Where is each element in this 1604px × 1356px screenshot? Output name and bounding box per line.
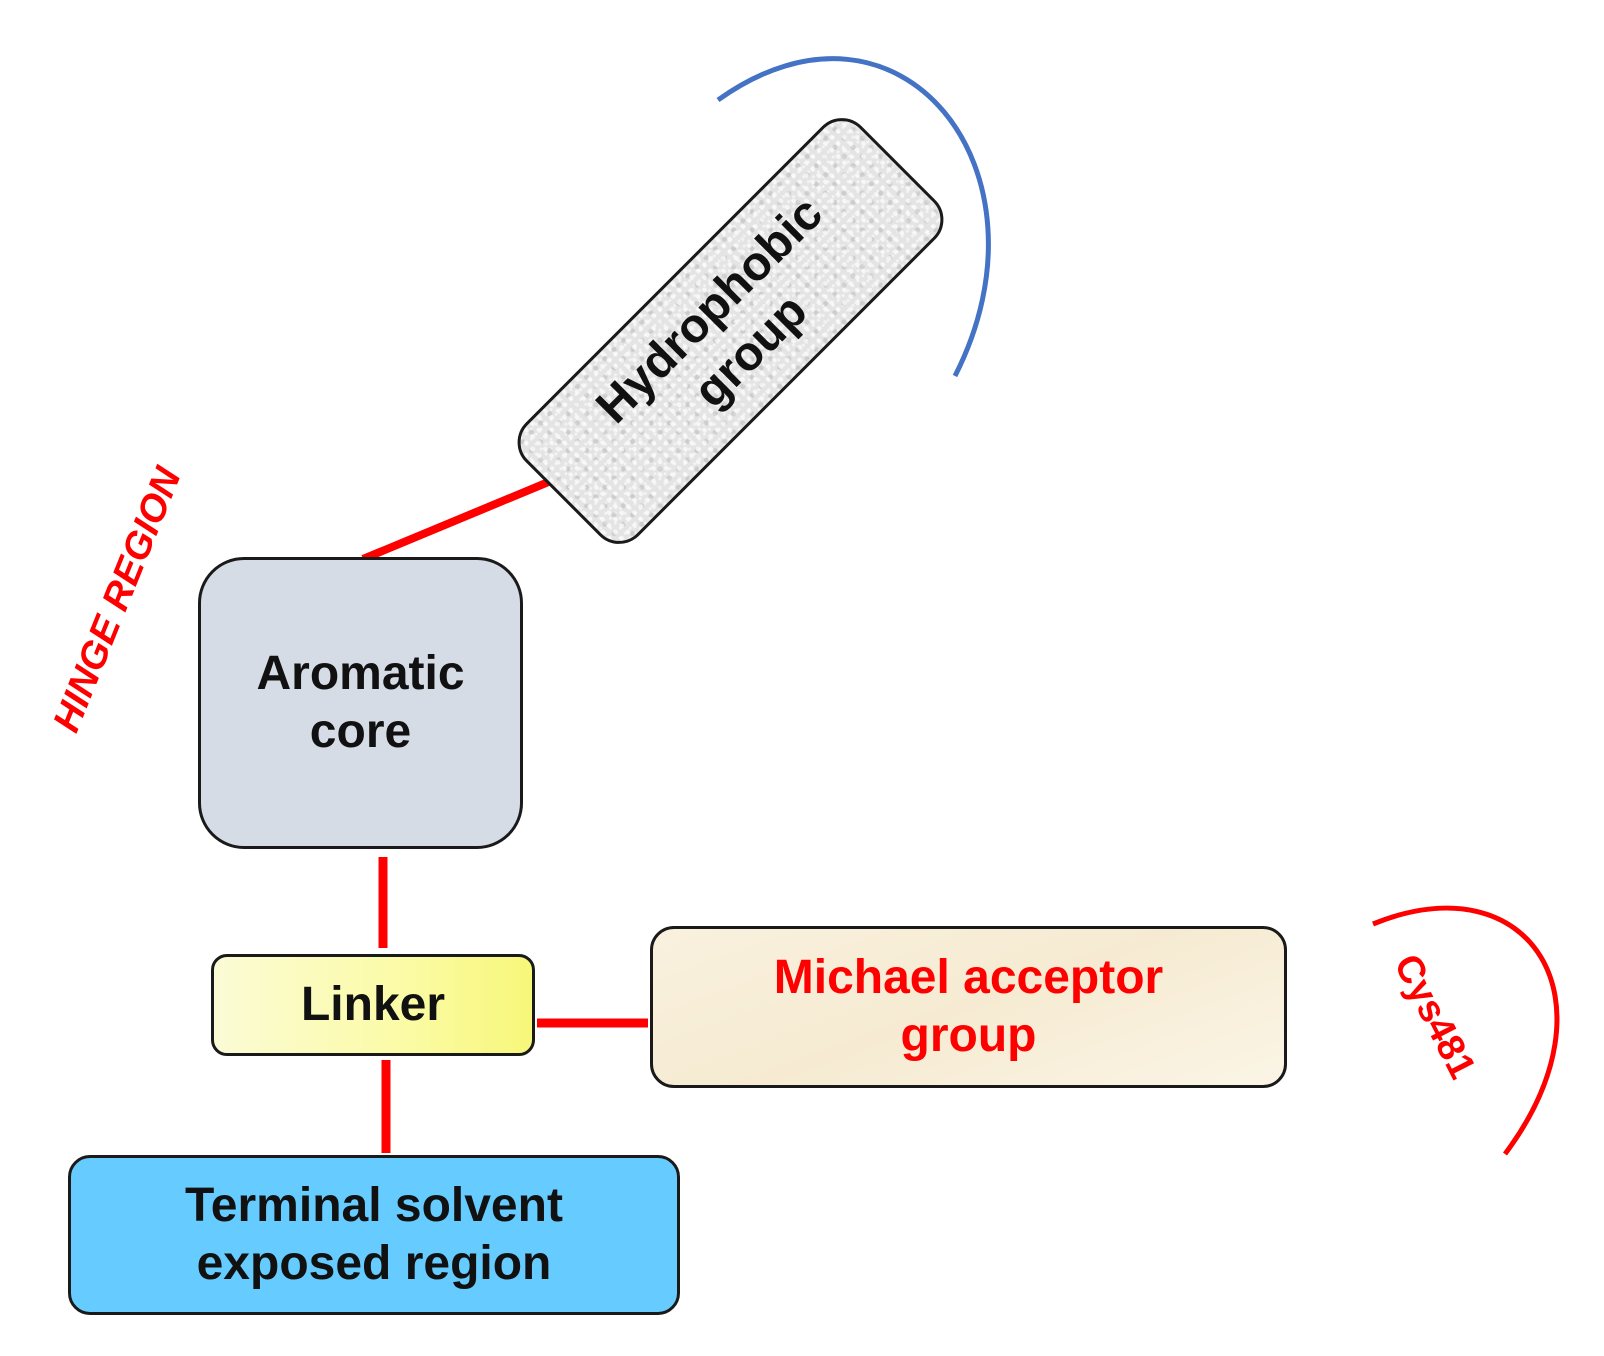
aromatic-core-line2: core xyxy=(309,705,412,758)
terminal-solvent-line1: Terminal solvent xyxy=(185,1179,563,1233)
michael-acceptor-box: Michael acceptor group xyxy=(650,926,1287,1088)
connector-aromatic-hydrophobic xyxy=(361,474,560,563)
aromatic-core-box: Aromatic core xyxy=(198,557,523,849)
linker-label: Linker xyxy=(300,978,446,1032)
michael-acceptor-line2: group xyxy=(900,1009,1037,1062)
terminal-solvent-line2: exposed region xyxy=(196,1237,552,1290)
michael-acceptor-line1: Michael acceptor xyxy=(773,951,1164,1005)
cys481-pocket-arc xyxy=(1372,905,1560,1156)
hydrophobic-pocket-arc xyxy=(716,56,991,378)
linker-box: Linker xyxy=(211,954,535,1056)
aromatic-core-line1: Aromatic xyxy=(256,647,465,701)
terminal-solvent-box: Terminal solvent exposed region xyxy=(68,1155,680,1315)
